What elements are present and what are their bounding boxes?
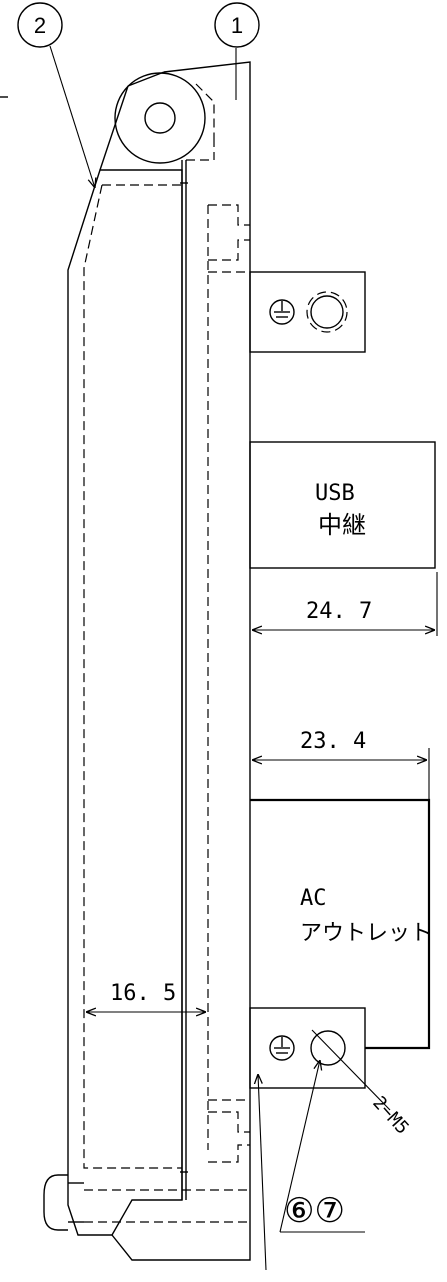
ground-symbol-icon [269, 299, 295, 325]
latch-knob [43, 1174, 84, 1231]
ac-label-line2: アウトレット [300, 921, 432, 946]
screw-spec-label: 2−M5 [368, 1092, 413, 1138]
ac-width-dimension: 23. 4 [252, 729, 430, 800]
hinge [114, 71, 215, 164]
part-1-label: 1 [231, 13, 243, 38]
callout-part-2: 2 [17, 2, 95, 188]
usb-label-line2: 中継 [318, 511, 366, 539]
part-2-label: 2 [34, 13, 46, 38]
ac-width-label: 23. 4 [300, 729, 366, 754]
ac-label-line1: AC [300, 886, 327, 911]
panel-part-1 [84, 61, 251, 1261]
ground-terminal-top [249, 271, 366, 353]
cover-part-2 [67, 85, 188, 1236]
ac-outlet-box: AC アウトレット [250, 798, 432, 1050]
parts-6-7-label: ⑥⑦ [284, 1192, 345, 1230]
usb-label-line1: USB [315, 481, 355, 506]
inner-width-dimension: 16. 5 [86, 981, 206, 1012]
inner-width-label: 16. 5 [110, 981, 176, 1006]
screw-callout: 2−M5 [311, 1029, 413, 1139]
ground-symbol-icon [269, 1035, 295, 1061]
hinge-boss-icon [114, 72, 206, 164]
ground-terminal-bottom [249, 1007, 366, 1089]
usb-relay-box: USB 中継 [249, 441, 436, 569]
hinge-hole-icon [144, 102, 176, 134]
callout-parts-6-7: ⑥⑦ [258, 1060, 365, 1271]
screw-icon [310, 295, 344, 329]
usb-width-label: 24. 7 [306, 599, 372, 624]
usb-width-dimension: 24. 7 [252, 572, 438, 636]
screw-icon [310, 1030, 346, 1066]
callout-part-1: 1 [214, 2, 260, 100]
